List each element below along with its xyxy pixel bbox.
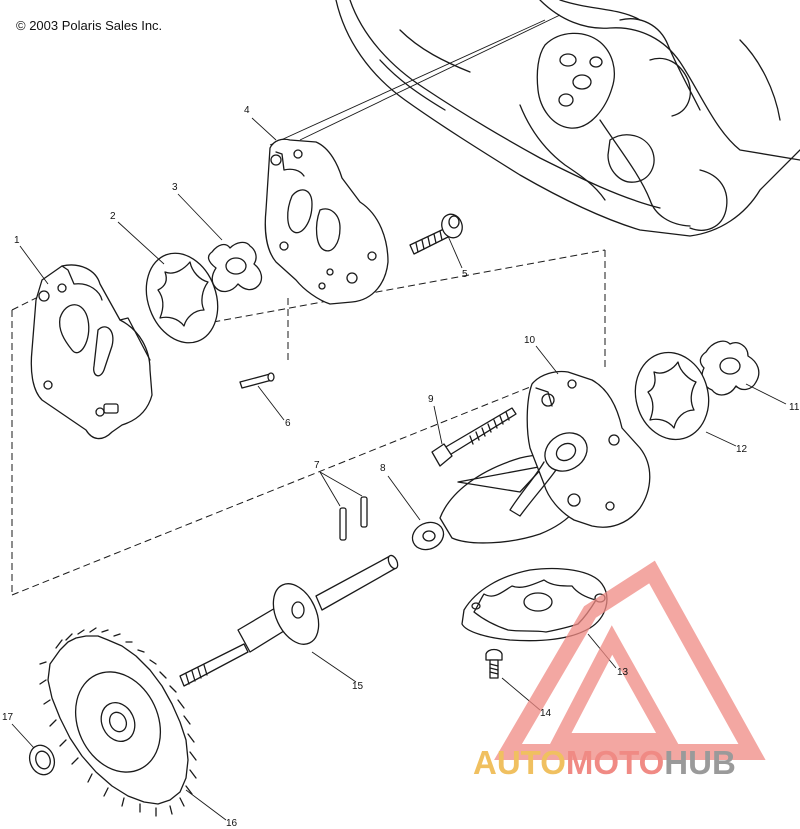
part-9-long-bolt <box>431 407 517 467</box>
crankcase-housing <box>335 0 800 237</box>
callout-15: 15 <box>352 681 364 692</box>
callout-8: 8 <box>380 463 386 474</box>
callout-3: 3 <box>172 182 178 193</box>
part-7-pins <box>339 496 368 541</box>
callout-4: 4 <box>244 105 250 116</box>
part-4-cover-plate <box>264 138 389 305</box>
callout-11: 11 <box>789 402 800 413</box>
part-14-screw <box>485 648 503 679</box>
part-1-pump-body <box>30 264 153 440</box>
part-15-shaft <box>179 554 399 687</box>
callout-13: 13 <box>617 667 629 678</box>
part-3-inner-rotor <box>207 241 263 293</box>
part-2-outer-rotor <box>145 252 219 344</box>
watermark-brand: AUTOMOTOHUB <box>473 746 736 779</box>
triangle-logo-icon <box>494 560 766 760</box>
callout-6: 6 <box>285 418 291 429</box>
copyright-notice: © 2003 Polaris Sales Inc. <box>16 18 163 33</box>
part-17-seal <box>28 744 56 776</box>
callout-17: 17 <box>2 712 14 723</box>
part-6-dowel-pin <box>239 372 275 389</box>
callout-2: 2 <box>110 211 116 222</box>
callout-7: 7 <box>314 460 320 471</box>
leader-lines <box>11 117 787 821</box>
part-12-outer-rotor <box>634 351 710 441</box>
callout-5: 5 <box>462 269 468 280</box>
callout-14: 14 <box>540 708 552 719</box>
part-5-bolt <box>409 213 463 255</box>
callout-12: 12 <box>736 444 748 455</box>
part-11-inner-rotor <box>699 340 760 396</box>
brand-moto: MOTO <box>565 744 665 781</box>
part-8-washer <box>411 521 445 551</box>
part-10-pump-housing <box>439 370 651 544</box>
part-16-gear <box>39 627 197 817</box>
brand-auto: AUTO <box>473 744 566 781</box>
callout-1: 1 <box>14 235 20 246</box>
brand-hub: HUB <box>664 744 736 781</box>
callout-10: 10 <box>524 335 536 346</box>
callout-16: 16 <box>226 818 238 829</box>
callout-9: 9 <box>428 394 434 405</box>
alignment-lines <box>11 249 606 596</box>
